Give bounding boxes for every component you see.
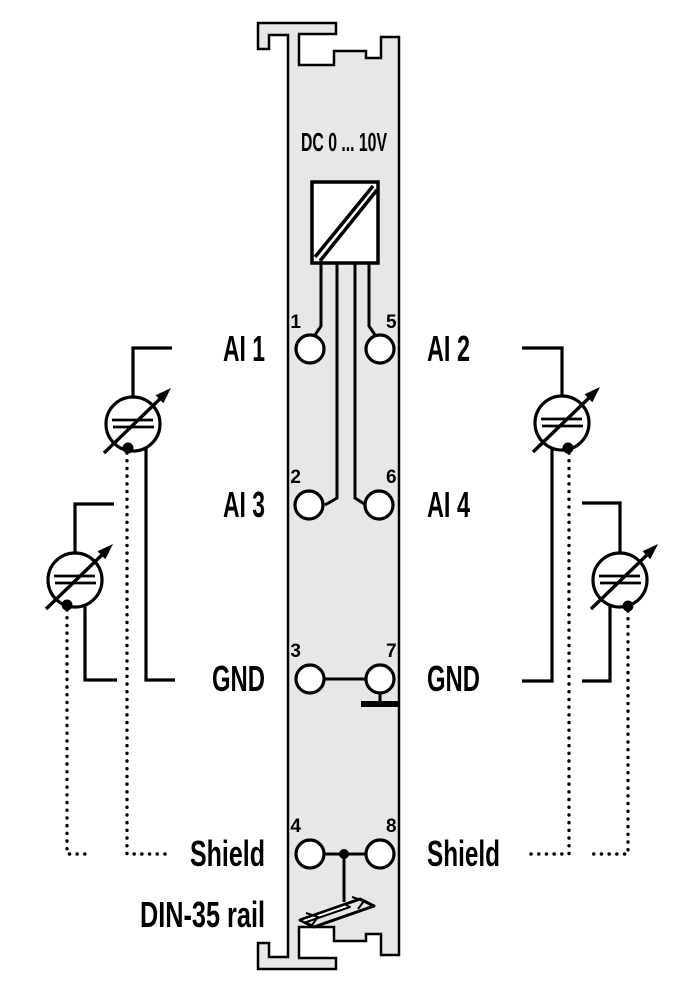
lead-terminal-1 — [311, 263, 323, 339]
sensor4-ai4-icon — [589, 544, 658, 611]
terminal-number-6: 6 — [386, 467, 397, 488]
terminal-1 — [294, 333, 326, 365]
lead-terminal-5 — [367, 263, 379, 339]
label-gnd-left: GND — [212, 658, 265, 699]
sensor2-ai3-icon — [44, 544, 113, 611]
terminal-number-3: 3 — [290, 641, 301, 662]
terminal-number-1: 1 — [290, 312, 301, 333]
voltage-range-label: DC 0 ... 10V — [301, 127, 387, 157]
converter-leads — [311, 263, 379, 507]
terminal-number-4: 4 — [290, 816, 301, 837]
wire-sensor1-to-ai1 — [131, 346, 172, 397]
terminal-3 — [294, 663, 326, 695]
wire-sensor4-to-ai4 — [582, 501, 622, 553]
wire-sensor2-to-ai3 — [73, 502, 114, 553]
shield-wire-sensor4 — [585, 609, 630, 856]
lead-terminal-2 — [324, 263, 339, 507]
terminal-number-2: 2 — [290, 467, 301, 488]
converter-diagonal-1 — [313, 184, 375, 259]
wire-sensor1-to-gnd — [144, 447, 175, 682]
label-din-rail: DIN-35 rail — [140, 894, 265, 935]
wire-sensor2-to-gnd — [83, 604, 117, 682]
terminal-6 — [363, 489, 395, 521]
shield-junction-dot — [339, 849, 349, 859]
terminal-number-8: 8 — [386, 816, 397, 837]
terminal-5 — [364, 333, 396, 365]
terminal-8 — [364, 838, 396, 870]
terminal-4 — [294, 838, 326, 870]
label-shield-right: Shield — [427, 833, 500, 874]
terminal-number-7: 7 — [386, 641, 397, 662]
sensor1-ai1-icon — [102, 388, 171, 455]
lead-terminal-6 — [353, 263, 367, 507]
ground-bar-icon — [361, 701, 399, 707]
shield-wire-sensor3 — [525, 451, 571, 856]
label-ai4: AI 4 — [427, 484, 470, 525]
label-shield-left: Shield — [190, 833, 265, 874]
terminal-number-5: 5 — [386, 312, 397, 333]
converter-diagonal-2 — [318, 188, 379, 263]
label-ai2: AI 2 — [427, 328, 470, 369]
label-ai3: AI 3 — [223, 484, 265, 525]
label-gnd-right: GND — [427, 658, 480, 699]
din-rail-icon — [298, 896, 376, 929]
ad-converter-icon — [310, 180, 380, 265]
sensor3-ai2-icon — [531, 387, 600, 454]
wire-sensor4-to-gnd — [582, 604, 612, 683]
wire-sensor3-to-gnd — [522, 447, 554, 683]
terminal-2 — [293, 489, 325, 521]
shield-wire-sensor1 — [125, 451, 170, 856]
terminal-7 — [364, 663, 396, 695]
wire-sensor3-to-ai2 — [522, 346, 564, 396]
label-ai1: AI 1 — [223, 328, 265, 369]
